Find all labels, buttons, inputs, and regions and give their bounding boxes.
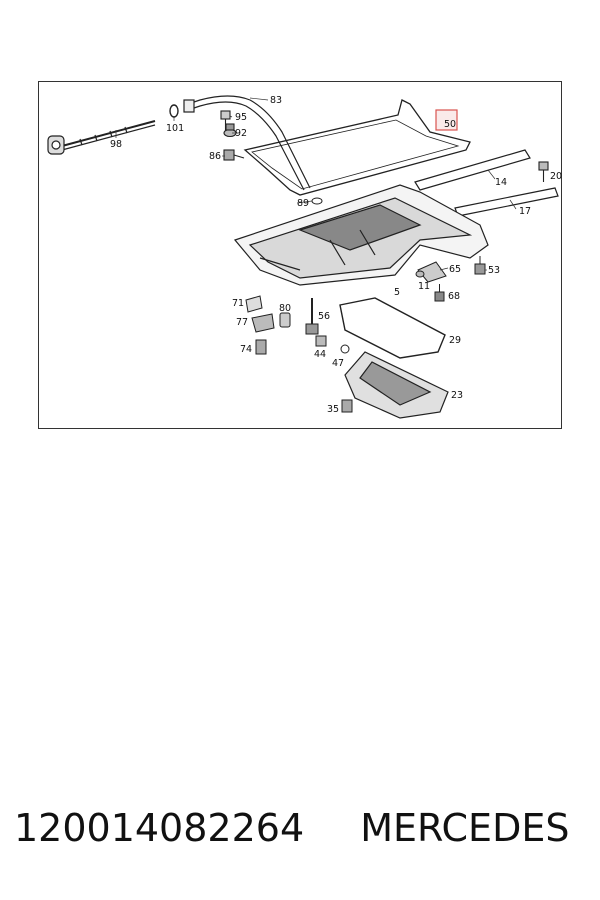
callout-label: 71: [232, 298, 244, 309]
callout-label: 56: [318, 311, 330, 322]
bolt-53-part: [474, 256, 486, 275]
callout-label: 17: [519, 206, 531, 217]
plug-74-part: [255, 339, 267, 355]
callout-label: 83: [270, 95, 282, 106]
callout-label: 95: [235, 112, 247, 123]
callout-label: 65: [449, 264, 461, 275]
upper-gasket-part: [243, 99, 471, 196]
bolt-part: [220, 110, 237, 138]
baffle-65-part: [417, 261, 447, 283]
callout-label: 74: [240, 344, 252, 355]
callout-label: 23: [451, 390, 463, 401]
upper-oil-pan-part: [233, 184, 489, 286]
callout-label: 77: [236, 317, 248, 328]
callout-label: 92: [235, 128, 247, 139]
callout-label: 14: [495, 177, 507, 188]
washer-89-part: [311, 197, 323, 205]
leader-lines: [115, 97, 517, 271]
drain-plug-35-part: [341, 399, 353, 413]
callout-label: 11: [418, 281, 430, 292]
product-caption: 120014082264 MERCEDES: [14, 806, 594, 862]
gasket-strip-17-part: [454, 187, 559, 217]
part-number: 120014082264: [14, 806, 305, 850]
dipstick-part: [47, 120, 156, 155]
part-11: [415, 270, 425, 278]
callout-label: 53: [488, 265, 500, 276]
gasket-strip-14-part: [414, 149, 531, 191]
callout-label: 86: [209, 151, 221, 162]
highlighted-part-marker: [435, 109, 458, 131]
callout-label: 89: [297, 198, 309, 209]
bolt-20-part: [538, 161, 549, 182]
callout-label: 47: [332, 358, 344, 369]
o-ring-part: [169, 104, 179, 118]
sleeve-80-part: [279, 312, 291, 328]
callout-label: 101: [166, 123, 184, 134]
callout-label: 29: [449, 335, 461, 346]
callout-labels: 98 101 83 95 92 86 89 50 14 20 17 65 53 …: [110, 95, 562, 415]
bracket-71-part: [245, 295, 263, 313]
callout-label: 5: [394, 287, 400, 298]
bolt-56-part: [305, 298, 319, 335]
lower-oil-pan-part: [344, 351, 449, 419]
callout-label: 68: [448, 291, 460, 302]
bolt-68-part: [434, 284, 445, 302]
guide-tube-part: [183, 95, 311, 191]
callout-label: 20: [550, 171, 562, 182]
callout-label: 98: [110, 139, 122, 150]
bracket-77-part: [251, 313, 275, 333]
callout-label: 80: [279, 303, 291, 314]
washer-47-part: [340, 344, 350, 354]
callout-label: 50: [444, 119, 456, 130]
lower-gasket-part: [339, 297, 446, 359]
plug-44-part: [315, 335, 327, 347]
bolt-86-part: [223, 149, 245, 161]
callout-label: 44: [314, 349, 326, 360]
brand-name: MERCEDES: [360, 806, 570, 850]
callout-label: 35: [327, 404, 339, 415]
